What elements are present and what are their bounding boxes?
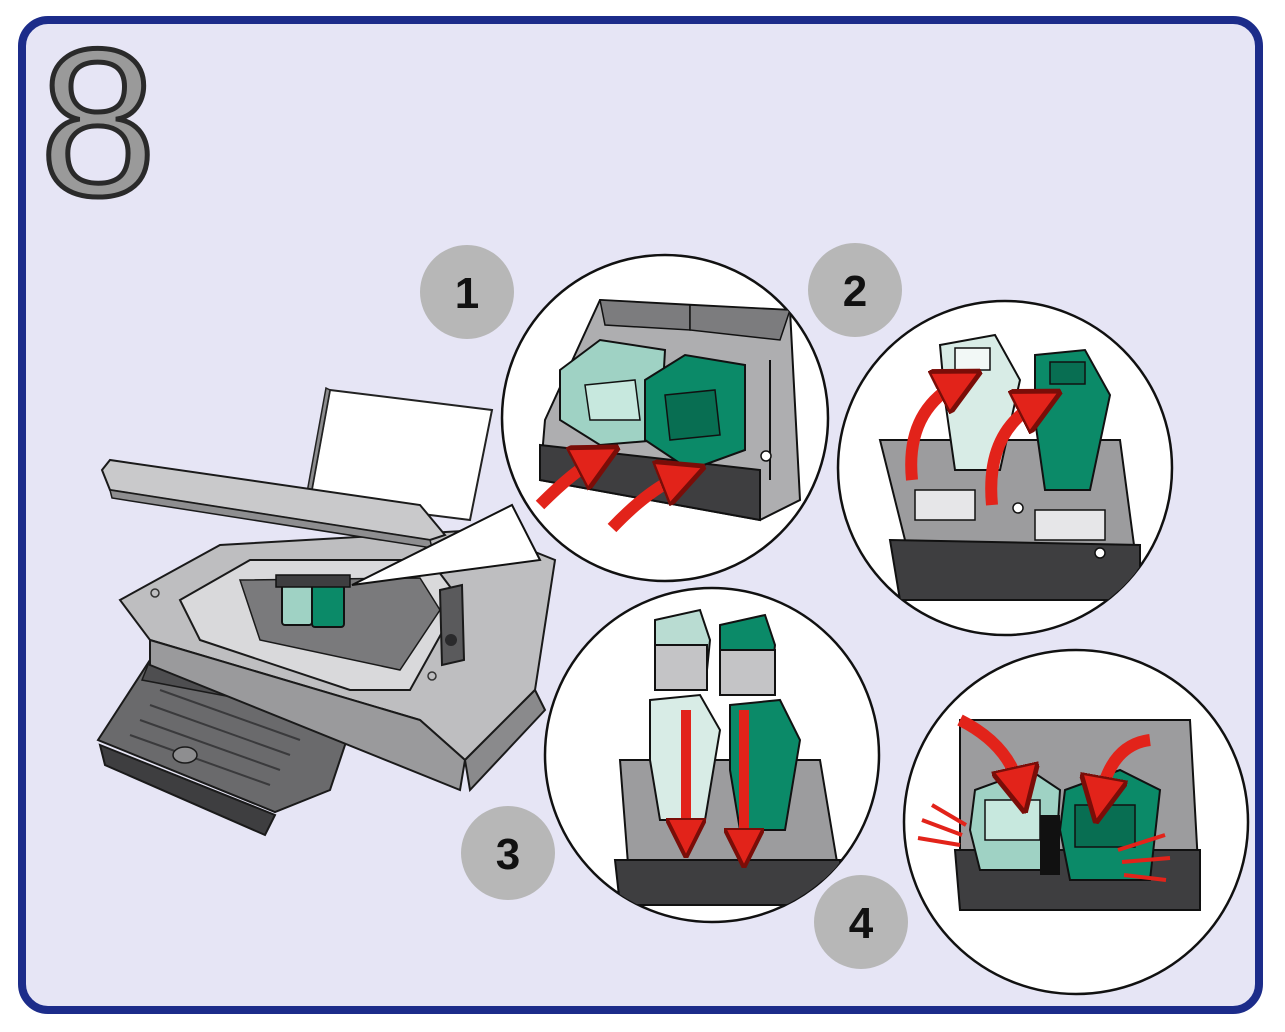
step-4-detail (902, 648, 1250, 996)
step-badge-4: 4 (814, 875, 908, 969)
step-1-detail (500, 253, 830, 583)
section-number: 8 (40, 5, 157, 240)
step-badge-3-label: 3 (496, 830, 520, 879)
step-badge-4-label: 4 (849, 899, 874, 948)
step-badge-3: 3 (461, 806, 555, 900)
printer-illustration (96, 386, 557, 837)
click-lines-icon (917, 803, 1171, 882)
step-badge-2: 2 (808, 243, 902, 337)
step-3-detail (543, 586, 881, 924)
step-badge-1: 1 (420, 245, 514, 339)
step-badge-1-label: 1 (455, 269, 479, 318)
step-badge-2-label: 2 (843, 267, 867, 316)
step-2-detail (836, 299, 1174, 637)
